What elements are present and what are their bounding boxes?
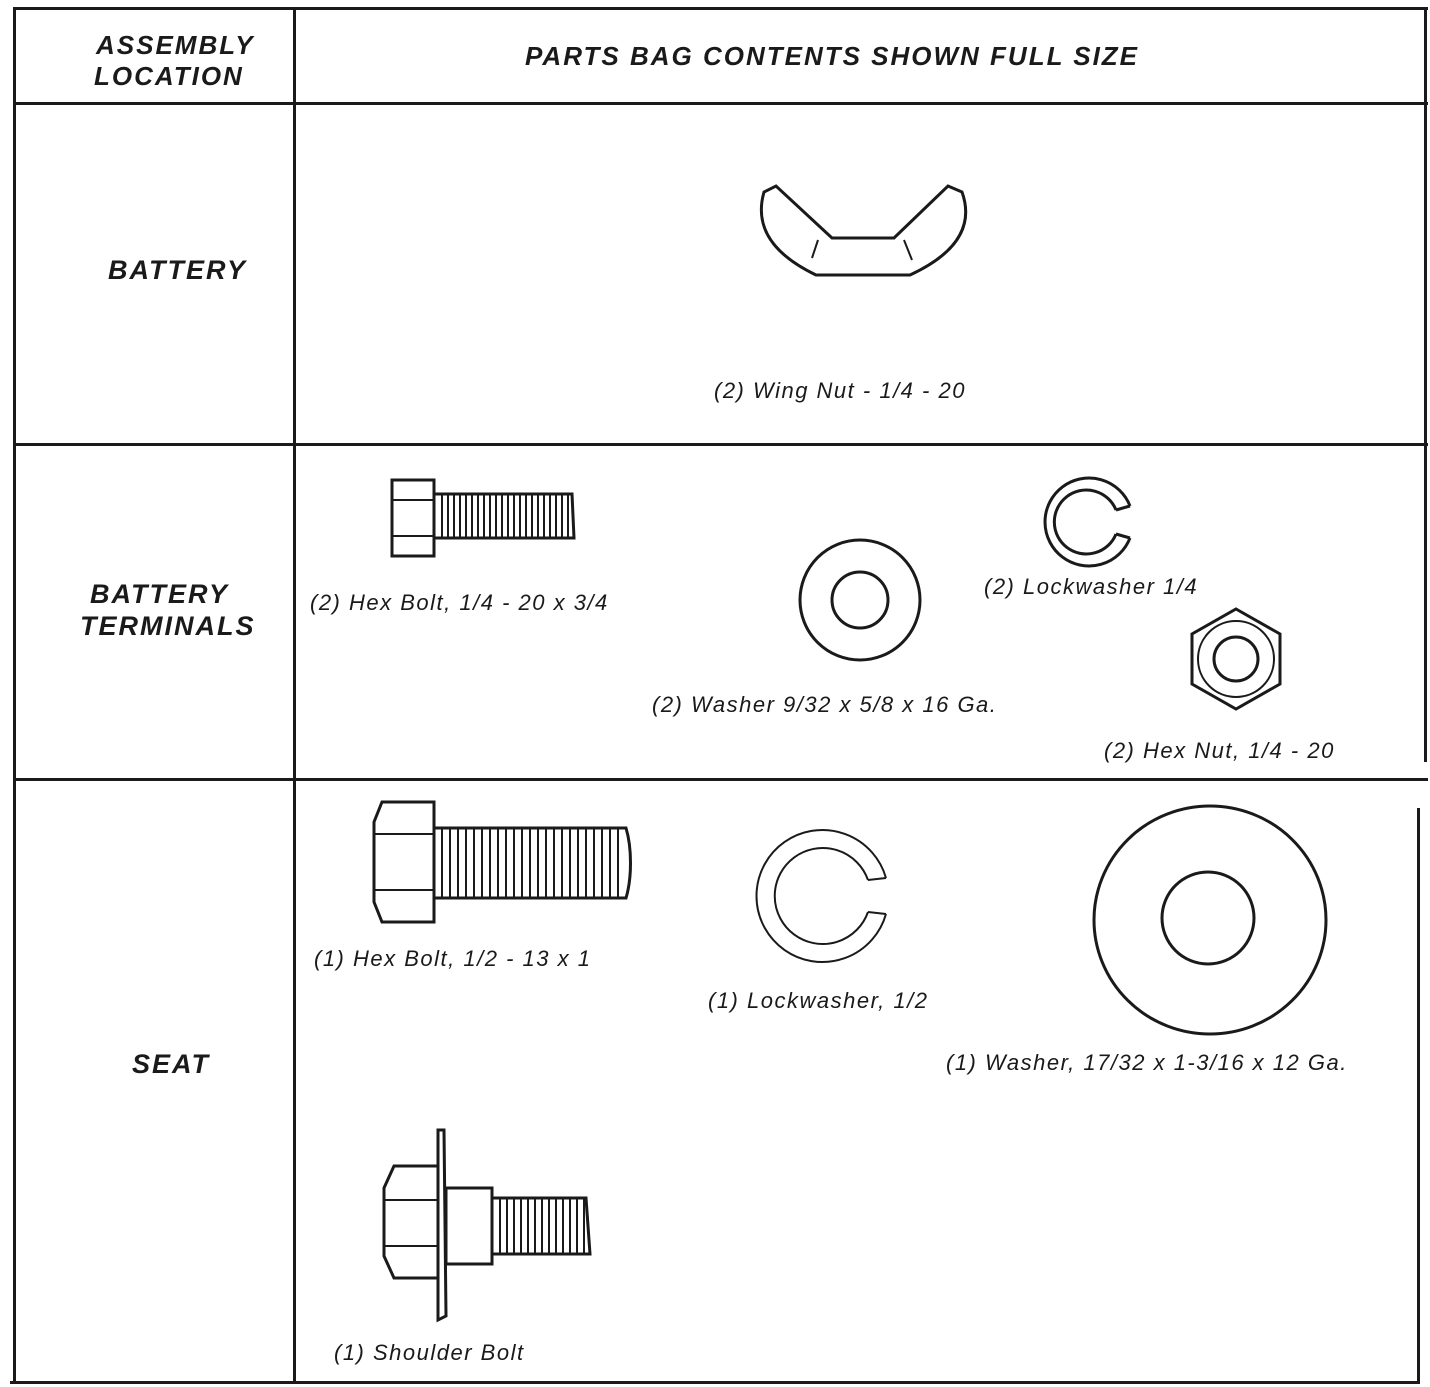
location-battery: BATTERY: [108, 255, 248, 285]
row-divider-1: [14, 443, 1428, 446]
header-location-line-2: LOCATION: [94, 61, 244, 91]
part-caption: (1) Lockwasher, 1/2: [708, 988, 929, 1013]
part-caption: (1) Shoulder Bolt: [334, 1340, 525, 1365]
lockwasher-icon: [750, 820, 900, 970]
flat-washer-icon: [1090, 802, 1330, 1038]
part-caption: (2) Lockwasher 1/4: [984, 574, 1199, 599]
hex-bolt-icon: [390, 476, 580, 560]
header-contents: PARTS BAG CONTENTS SHOWN FULL SIZE: [525, 41, 1140, 71]
table-border-right-upper: [1424, 7, 1427, 762]
wing-nut-icon: [752, 180, 972, 280]
table-border-top: [14, 7, 1428, 10]
flat-washer-icon: [796, 536, 924, 664]
table-border-right-lower: [1417, 808, 1420, 1384]
hex-nut-icon: [1186, 606, 1286, 712]
table-border-left: [13, 7, 16, 1384]
location-battery-terminals-line-2: TERMINALS: [80, 611, 256, 641]
lockwasher-icon: [1034, 472, 1144, 572]
hex-bolt-icon: [370, 798, 634, 928]
part-caption: (2) Wing Nut - 1/4 - 20: [714, 378, 966, 403]
part-caption: (2) Hex Nut, 1/4 - 20: [1104, 738, 1335, 763]
part-caption: (1) Washer, 17/32 x 1-3/16 x 12 Ga.: [946, 1050, 1348, 1075]
header-location-line-1: ASSEMBLY: [96, 30, 255, 60]
part-caption: (1) Hex Bolt, 1/2 - 13 x 1: [314, 946, 592, 971]
row-divider-2: [14, 778, 1428, 781]
header-divider: [14, 102, 1428, 105]
table-border-bottom: [10, 1381, 1420, 1384]
location-battery-terminals-line-1: BATTERY: [90, 579, 230, 609]
part-caption: (2) Washer 9/32 x 5/8 x 16 Ga.: [652, 692, 998, 717]
location-seat: SEAT: [132, 1049, 211, 1079]
shoulder-bolt-icon: [380, 1126, 600, 1326]
column-divider: [293, 7, 296, 1384]
part-caption: (2) Hex Bolt, 1/4 - 20 x 3/4: [310, 590, 609, 615]
